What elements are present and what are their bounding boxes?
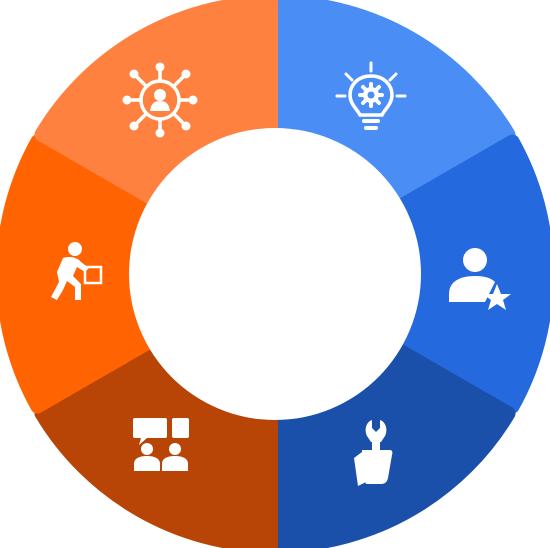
hand-wrench-icon [354,420,393,486]
team-meeting-icon [133,418,189,471]
user-star-icon [449,248,511,310]
idea-gear-lightbulb-icon [335,61,407,130]
person-carrying-box-icon [51,242,103,300]
user-network-icon [122,62,198,138]
center-circle [129,128,421,420]
